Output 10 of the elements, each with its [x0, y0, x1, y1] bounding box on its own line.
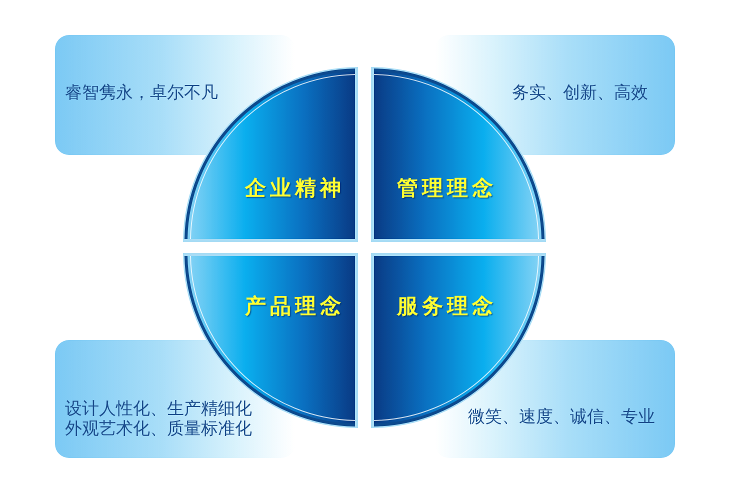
- quadrant-title: 产品理念: [245, 294, 345, 318]
- panel-text: 设计人性化、生产精细化外观艺术化、质量标准化: [65, 399, 253, 439]
- panel-text: 睿智隽永，卓尔不凡: [65, 83, 218, 103]
- quadrant-title: 管理理念: [397, 176, 497, 200]
- panel-text: 微笑、速度、诚信、专业: [468, 407, 655, 427]
- quadrant-title: 企业精神: [245, 176, 345, 200]
- quadrant-shape: [183, 67, 358, 242]
- quadrant-shape: [371, 67, 546, 242]
- quadrant-title: 服务理念: [397, 294, 497, 318]
- panel-text: 务实、创新、高效: [512, 83, 648, 103]
